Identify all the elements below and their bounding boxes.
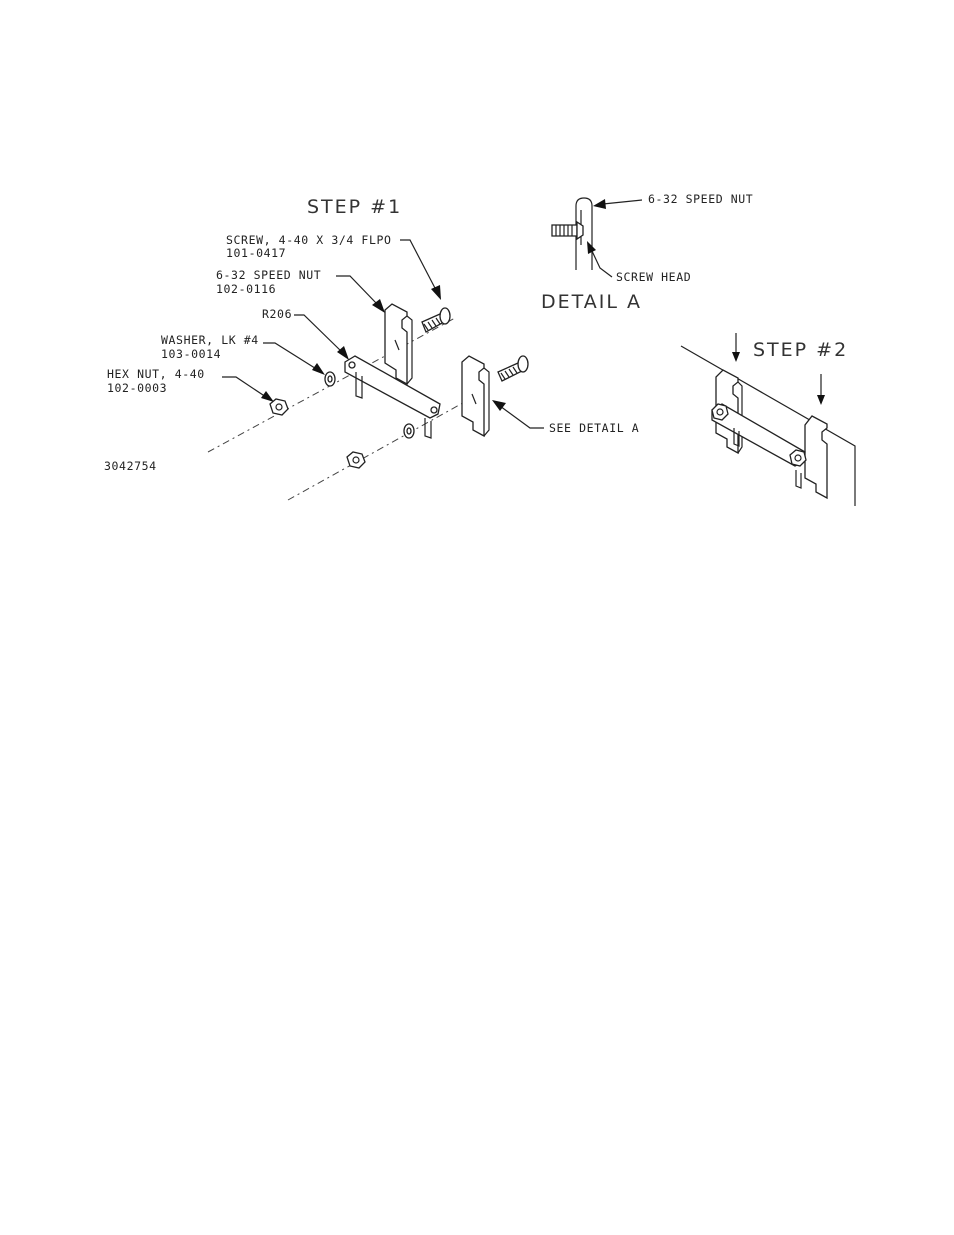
screw-arrowhead [431, 285, 441, 300]
washer-label: WASHER, LK #4 [161, 333, 259, 347]
step2-left-arrowhead [732, 352, 740, 362]
step2-assembly [681, 346, 855, 506]
detail-a-title: DETAIL A [541, 291, 642, 313]
upper-hex-nut [270, 399, 288, 415]
screw-head-label: SCREW HEAD [616, 270, 691, 284]
screw-head-leader [592, 251, 612, 277]
step1-title: STEP #1 [307, 196, 402, 218]
detail-speed-nut-label: 6-32 SPEED NUT [648, 192, 753, 206]
speed-nut-leader [336, 276, 378, 305]
detail-speed-nut-arrowhead [593, 199, 606, 209]
lower-hex-nut [347, 452, 365, 468]
see-detail-label: SEE DETAIL A [549, 421, 639, 435]
detail-speed-nut-leader [603, 200, 642, 204]
speed-nut-part-number: 102-0116 [216, 282, 276, 296]
step2-title: STEP #2 [753, 339, 848, 361]
washer-arrowhead [312, 363, 325, 375]
resistor-leader [294, 315, 343, 353]
resistor-label: R206 [262, 307, 292, 321]
hex-nut-part-number: 102-0003 [107, 381, 167, 395]
lower-screw [498, 356, 528, 381]
lower-speed-nut [462, 356, 489, 436]
washer-part-number: 103-0014 [161, 347, 221, 361]
hex-nut-label: HEX NUT, 4-40 [107, 367, 205, 381]
screw-leader [400, 240, 436, 290]
screw-part-number: 101-0417 [226, 246, 286, 260]
step2-right-arrowhead [817, 395, 825, 405]
hex-nut-arrowhead [261, 391, 274, 402]
screw-label: SCREW, 4-40 X 3/4 FLPO [226, 233, 392, 247]
hex-nut-leader [222, 377, 266, 397]
detail-a-drawing [552, 198, 592, 270]
drawing-number: 3042754 [104, 459, 157, 473]
speed-nut-label: 6-32 SPEED NUT [216, 268, 321, 282]
lower-center-line [288, 399, 470, 500]
see-detail-leader [500, 406, 544, 428]
washer-leader [263, 343, 318, 370]
